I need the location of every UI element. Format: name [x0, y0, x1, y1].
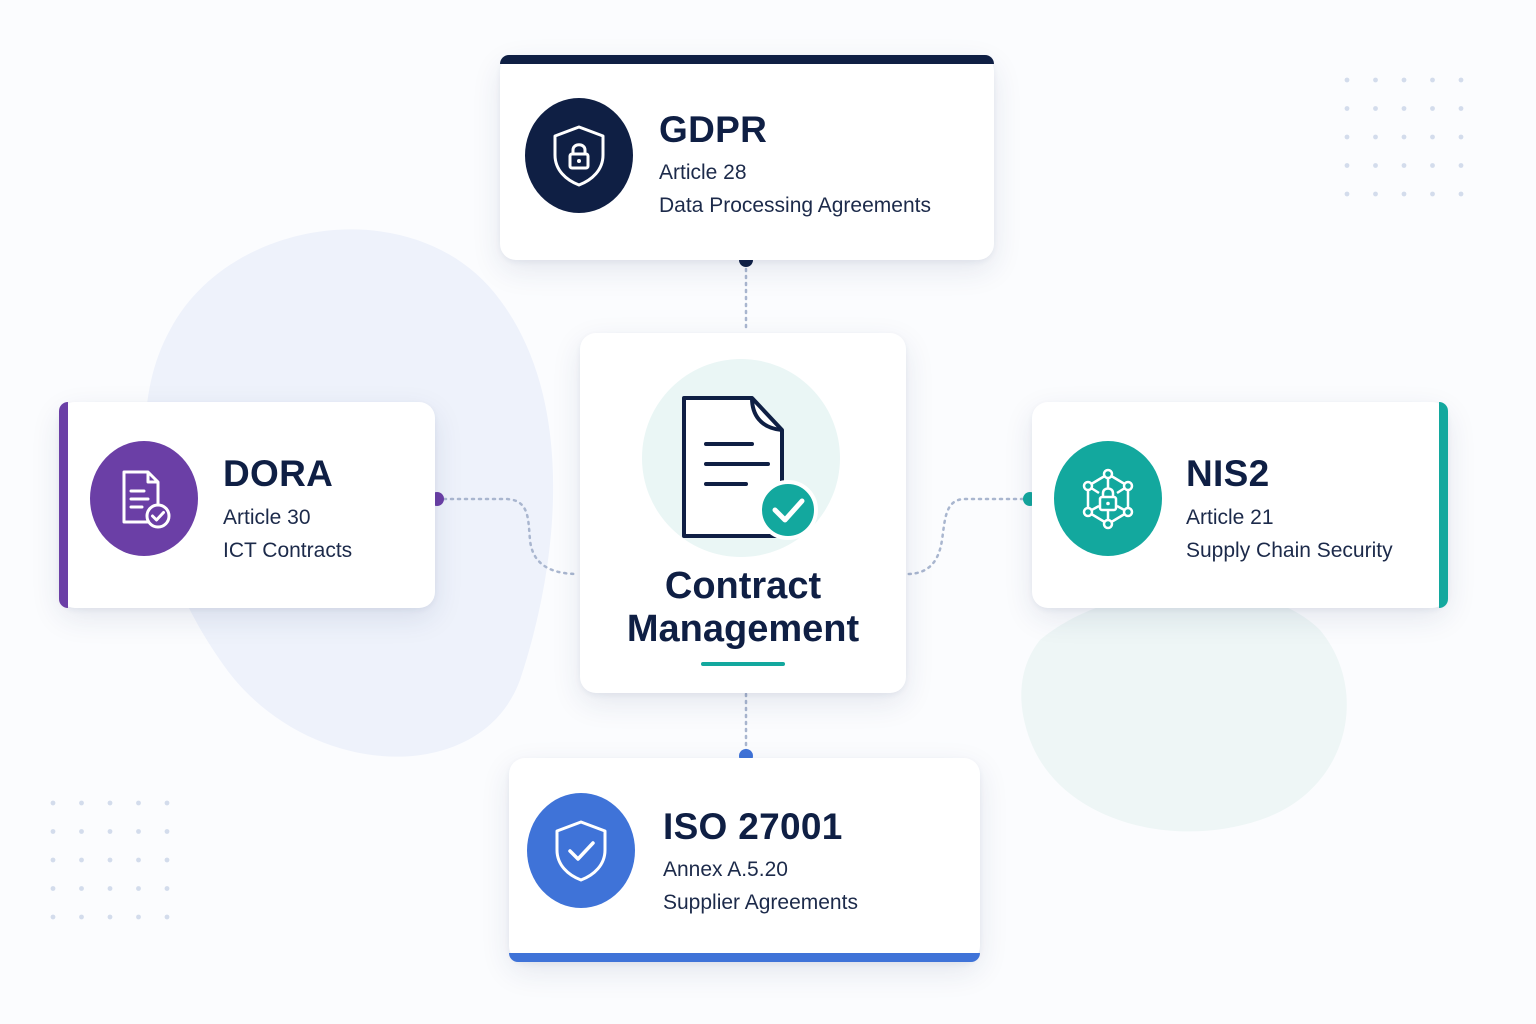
- decor-dot-bottom-left: [136, 914, 141, 920]
- decor-dot-top-right: [1401, 163, 1407, 168]
- gdpr-title: GDPR: [659, 109, 768, 150]
- decor-dot-top-right: [1344, 134, 1350, 140]
- decor-dot-bottom-left: [50, 914, 56, 920]
- decor-dot-top-right: [1458, 134, 1464, 140]
- document-check-icon: [122, 470, 171, 528]
- decor-dot-top-right: [1430, 163, 1435, 168]
- card-accent-bar: [59, 402, 68, 608]
- decor-dot-bottom-left: [164, 800, 170, 806]
- decor-dot-top-right: [1430, 77, 1435, 83]
- card-accent-bar: [509, 953, 980, 962]
- decor-dot-bottom-left: [107, 914, 113, 920]
- decor-dot-top-right: [1401, 134, 1407, 140]
- nis2-icon-badge: [1054, 441, 1162, 556]
- decor-dot-top-right: [1458, 77, 1464, 83]
- decor-dot-bottom-left: [50, 800, 56, 806]
- shield-check-icon: [555, 820, 607, 881]
- decor-dot-bottom-left: [136, 886, 141, 891]
- nis2-article: Article 21: [1186, 506, 1274, 529]
- dora-title: DORA: [223, 453, 334, 494]
- central-title: Contract Management: [580, 565, 906, 651]
- framework-card-gdpr: GDPR Article 28 Data Processing Agreemen…: [500, 55, 994, 260]
- card-accent-bar: [500, 55, 994, 64]
- decor-dot-top-right: [1430, 106, 1435, 111]
- nis2-topic: Supply Chain Security: [1186, 539, 1393, 562]
- decor-dot-top-right: [1344, 106, 1350, 111]
- iso-article: Annex A.5.20: [663, 858, 788, 881]
- decor-dot-top-right: [1344, 77, 1350, 83]
- decor-dot-top-right: [1373, 163, 1378, 168]
- decor-dot-bottom-left: [50, 857, 56, 863]
- central-title-underline: [701, 662, 785, 666]
- decor-dot-bottom-left: [79, 800, 84, 806]
- decor-dot-bottom-left: [107, 886, 113, 891]
- decor-dot-bottom-left: [79, 914, 84, 920]
- iso-icon-badge: [527, 793, 635, 908]
- decor-dot-bottom-left: [50, 886, 56, 891]
- decor-dot-top-right: [1401, 191, 1407, 197]
- central-title-line1: Contract: [664, 565, 822, 607]
- decor-dot-top-right: [1344, 191, 1350, 197]
- decor-dot-bottom-left: [107, 829, 113, 834]
- network-lock-icon: [1082, 468, 1134, 529]
- nis2-title: NIS2: [1186, 453, 1270, 494]
- decor-dot-bottom-left: [136, 829, 141, 834]
- decor-dot-top-right: [1373, 134, 1378, 140]
- framework-card-iso: ISO 27001 Annex A.5.20 Supplier Agreemen…: [509, 758, 980, 962]
- decor-dot-bottom-left: [50, 829, 56, 834]
- central-title-line2: Management: [626, 608, 860, 650]
- decor-dot-top-right: [1458, 106, 1464, 111]
- central-hub-card: Contract Management: [580, 333, 906, 693]
- decor-dot-top-right: [1373, 191, 1378, 197]
- decor-dot-bottom-left: [164, 914, 170, 920]
- decor-dot-bottom-left: [164, 829, 170, 834]
- iso-title: ISO 27001: [663, 806, 843, 847]
- decor-dot-bottom-left: [79, 829, 84, 834]
- decor-dot-bottom-left: [164, 886, 170, 891]
- decor-dot-top-right: [1401, 106, 1407, 111]
- decor-dot-top-right: [1458, 163, 1464, 168]
- decor-dot-bottom-left: [79, 886, 84, 891]
- document-check-icon: [682, 396, 818, 540]
- connector-nis2: [905, 497, 1032, 576]
- decor-dot-bottom-left: [164, 857, 170, 863]
- decor-dot-top-right: [1430, 191, 1435, 197]
- decor-dot-bottom-left: [79, 857, 84, 863]
- gdpr-article: Article 28: [659, 161, 747, 184]
- dora-icon-badge: [90, 441, 198, 556]
- gdpr-topic: Data Processing Agreements: [659, 194, 931, 217]
- shield-lock-icon: [553, 125, 605, 186]
- decor-dot-top-right: [1401, 77, 1407, 83]
- card-accent-bar: [1439, 402, 1448, 608]
- decor-dot-top-right: [1344, 163, 1350, 168]
- decor-dot-bottom-left: [107, 857, 113, 863]
- decor-dot-top-right: [1458, 191, 1464, 197]
- dora-topic: ICT Contracts: [223, 539, 353, 562]
- decor-dot-bottom-left: [136, 800, 141, 806]
- gdpr-icon-badge: [525, 98, 633, 213]
- decor-dot-bottom-left: [107, 800, 113, 806]
- dora-article: Article 30: [223, 506, 311, 529]
- decor-dot-top-right: [1373, 106, 1378, 111]
- decor-dot-top-right: [1373, 77, 1378, 83]
- iso-topic: Supplier Agreements: [663, 891, 858, 914]
- framework-card-dora: DORA Article 30 ICT Contracts: [59, 402, 435, 608]
- decor-dot-bottom-left: [136, 857, 141, 863]
- decor-dot-top-right: [1430, 134, 1435, 140]
- connector-dora: [435, 497, 580, 576]
- framework-card-nis2: NIS2 Article 21 Supply Chain Security: [1032, 402, 1448, 608]
